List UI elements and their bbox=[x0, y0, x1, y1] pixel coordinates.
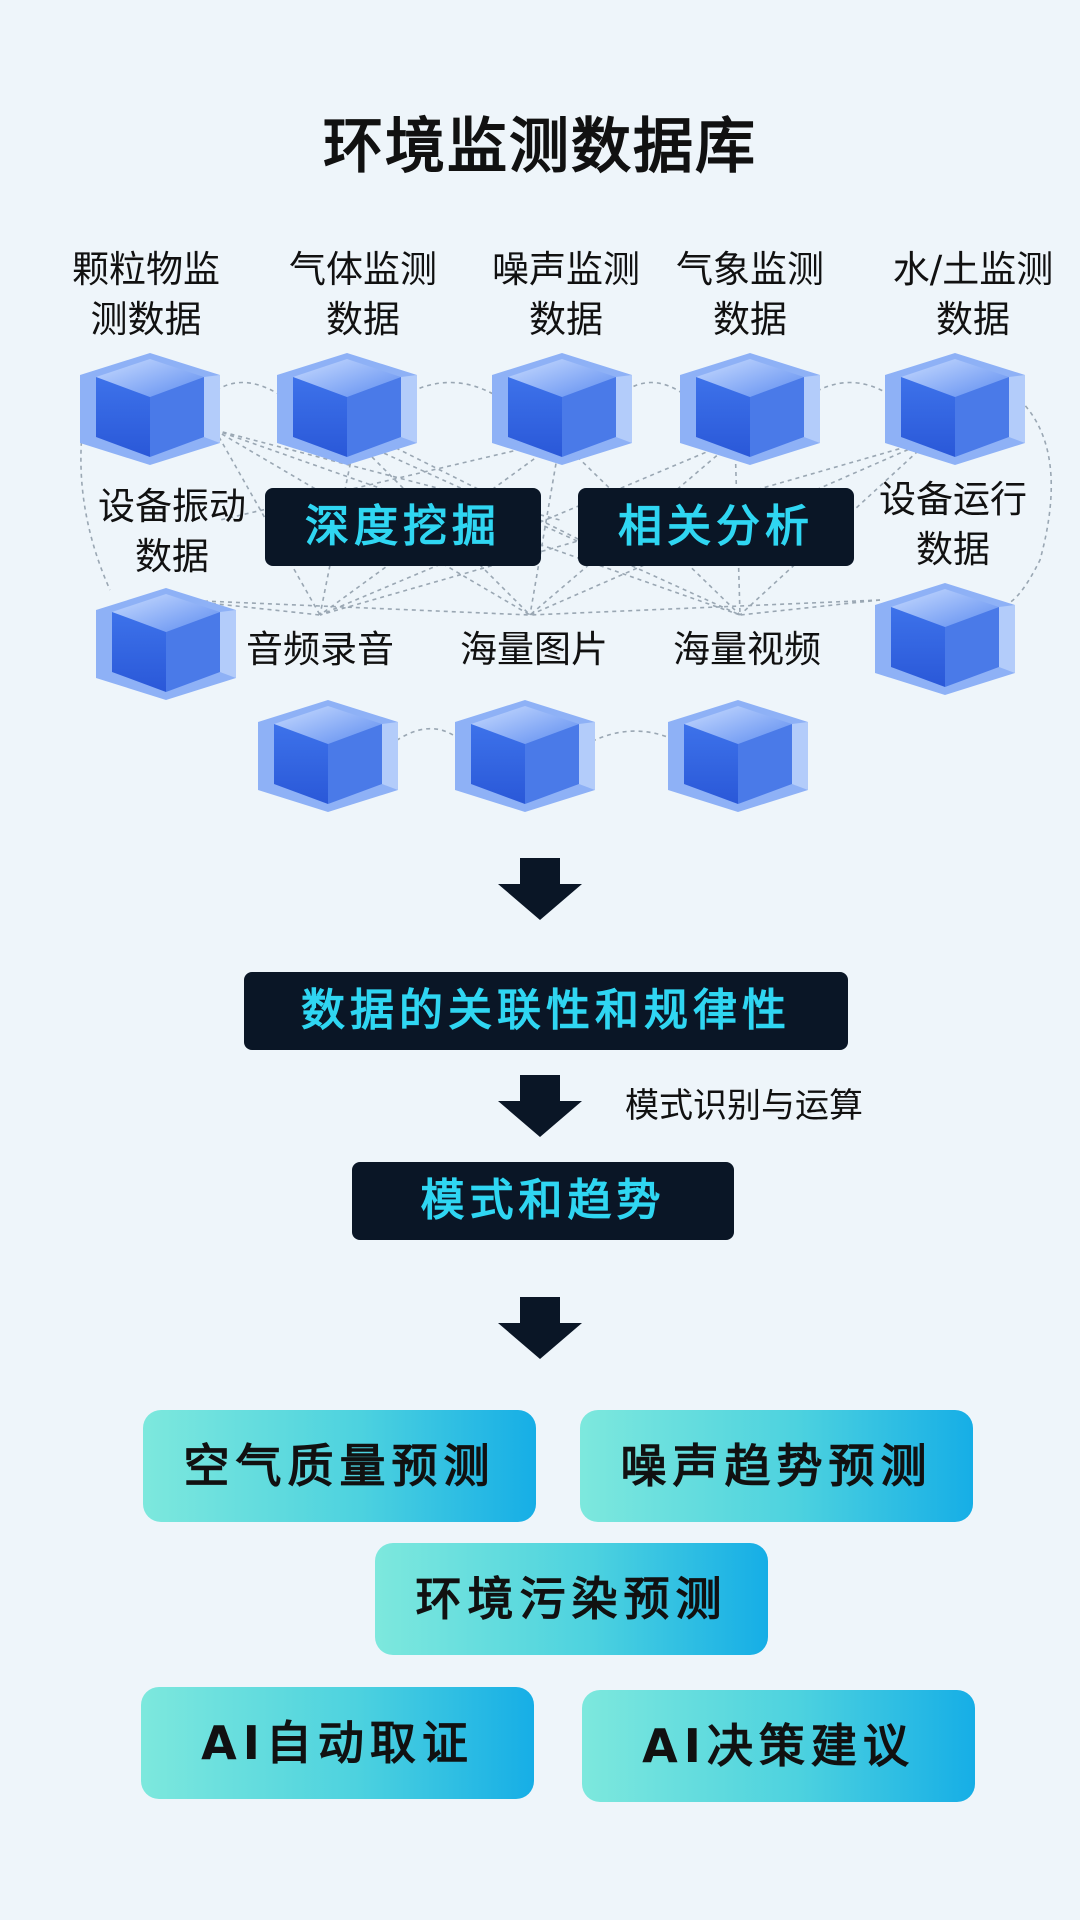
arrow-down-icon bbox=[498, 1297, 582, 1359]
output-noise-trend-prediction: 噪声趋势预测 bbox=[580, 1410, 973, 1522]
stage-patterns-trends: 模式和趋势 bbox=[352, 1162, 734, 1240]
output-ai-decision: AI决策建议 bbox=[582, 1690, 975, 1802]
database-cube-icon bbox=[80, 353, 220, 465]
source-label-particulate: 颗粒物监测数据 bbox=[72, 248, 220, 341]
database-cube-icon bbox=[455, 700, 595, 812]
output-ai-evidence: AI自动取证 bbox=[141, 1687, 534, 1799]
database-cube-icon bbox=[668, 700, 808, 812]
source-label-gas: 气体监测数据 bbox=[289, 248, 437, 341]
source-label-images: 海量图片 bbox=[460, 628, 608, 671]
method-deep-mining: 深度挖掘 bbox=[265, 488, 541, 566]
source-label-noise: 噪声监测数据 bbox=[492, 248, 640, 341]
method-correlation-analysis: 相关分析 bbox=[578, 488, 854, 566]
output-pollution-prediction: 环境污染预测 bbox=[375, 1543, 768, 1655]
database-cube-icon bbox=[885, 353, 1025, 465]
pattern-recognition-note: 模式识别与运算 bbox=[625, 1086, 863, 1126]
database-cube-icon bbox=[875, 583, 1015, 695]
page-title: 环境监测数据库 bbox=[323, 112, 757, 182]
output-air-quality-prediction: 空气质量预测 bbox=[143, 1410, 536, 1522]
source-label-audio: 音频录音 bbox=[246, 628, 394, 671]
source-label-operation: 设备运行数据 bbox=[879, 478, 1027, 571]
database-cube-icon bbox=[258, 700, 398, 812]
stage-correlation-regularity: 数据的关联性和规律性 bbox=[244, 972, 848, 1050]
source-label-vibration: 设备振动数据 bbox=[98, 485, 246, 578]
source-label-weather: 气象监测数据 bbox=[676, 248, 824, 341]
database-cube-icon bbox=[680, 353, 820, 465]
database-cube-icon bbox=[96, 588, 236, 700]
database-cube-icon bbox=[277, 353, 417, 465]
source-label-water-soil: 水/土监测数据 bbox=[892, 248, 1054, 341]
database-cube-icon bbox=[492, 353, 632, 465]
source-label-videos: 海量视频 bbox=[673, 628, 821, 671]
arrow-down-icon bbox=[498, 858, 582, 920]
arrow-down-icon bbox=[498, 1075, 582, 1137]
